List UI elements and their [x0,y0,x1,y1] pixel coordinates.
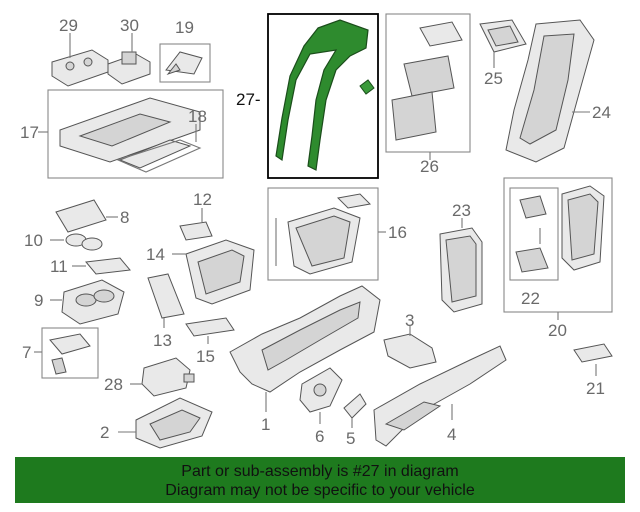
box-26 [385,13,471,153]
callout-16: 16 [388,223,407,242]
part-26[interactable] [391,21,463,141]
banner-line-2: Diagram may not be specific to your vehi… [165,482,475,499]
callout-6: 6 [315,427,324,446]
callout-18: 18 [188,107,207,126]
part-10[interactable] [50,233,103,251]
callout-14: 14 [146,245,165,264]
callout-2: 2 [100,423,109,442]
callout-13: 13 [153,331,172,350]
part-4[interactable] [373,345,507,447]
callout-22: 22 [521,289,540,308]
callout-10: 10 [24,231,43,250]
part-28[interactable] [130,357,195,397]
callout-27: 27- [236,90,261,109]
part-2[interactable] [118,397,213,449]
part-27[interactable] [275,19,375,171]
part-14[interactable] [172,239,255,305]
part-30[interactable] [107,33,151,85]
part-6[interactable] [299,367,343,424]
part-12[interactable] [179,208,213,241]
callout-1: 1 [261,415,270,434]
part-17[interactable] [59,97,201,169]
callout-12: 12 [193,190,212,209]
info-banner: Part or sub-assembly is #27 in diagram D… [15,457,625,503]
callout-29: 29 [59,16,78,35]
part-20[interactable] [561,185,605,271]
part-15[interactable] [185,317,235,344]
part-1[interactable] [229,285,381,412]
part-3[interactable] [383,326,437,369]
part-19[interactable] [165,51,203,76]
part-8[interactable] [55,199,118,233]
callout-26: 26 [420,157,439,176]
box-22 [509,187,559,281]
callout-19: 19 [175,18,194,37]
callout-21: 21 [586,379,605,398]
callout-24: 24 [592,103,611,122]
callout-28: 28 [104,375,123,394]
box-27 [267,13,379,179]
banner-line-1: Part or sub-assembly is #27 in diagram [181,463,459,480]
part-18[interactable] [116,124,202,173]
part-21[interactable] [573,343,613,376]
box-19 [159,43,211,83]
callout-5: 5 [346,429,355,448]
callout-15: 15 [196,347,215,366]
callout-4: 4 [447,425,456,444]
part-5[interactable] [343,393,367,428]
part-29[interactable] [51,33,109,87]
box-7 [41,327,99,379]
part-13[interactable] [147,273,185,328]
callout-9: 9 [34,291,43,310]
callout-23: 23 [452,201,471,220]
box-17 [47,89,224,179]
callout-3: 3 [405,311,414,330]
callout-7: 7 [22,343,31,362]
part-9[interactable] [50,279,125,325]
part-24[interactable] [505,19,595,163]
part-7[interactable] [49,333,91,375]
part-23[interactable] [439,218,483,313]
callout-30: 30 [120,16,139,35]
callout-20: 20 [548,321,567,340]
parts-diagram: 29 30 19 17 18 27- 26 [20,13,613,449]
part-22[interactable] [515,195,549,273]
callout-25: 25 [484,69,503,88]
callout-11: 11 [50,257,68,276]
box-16 [267,187,379,281]
part-11[interactable] [72,257,131,275]
part-16[interactable] [275,193,372,275]
callout-17: 17 [20,123,39,142]
callout-8: 8 [120,208,129,227]
part-25[interactable] [479,19,527,68]
